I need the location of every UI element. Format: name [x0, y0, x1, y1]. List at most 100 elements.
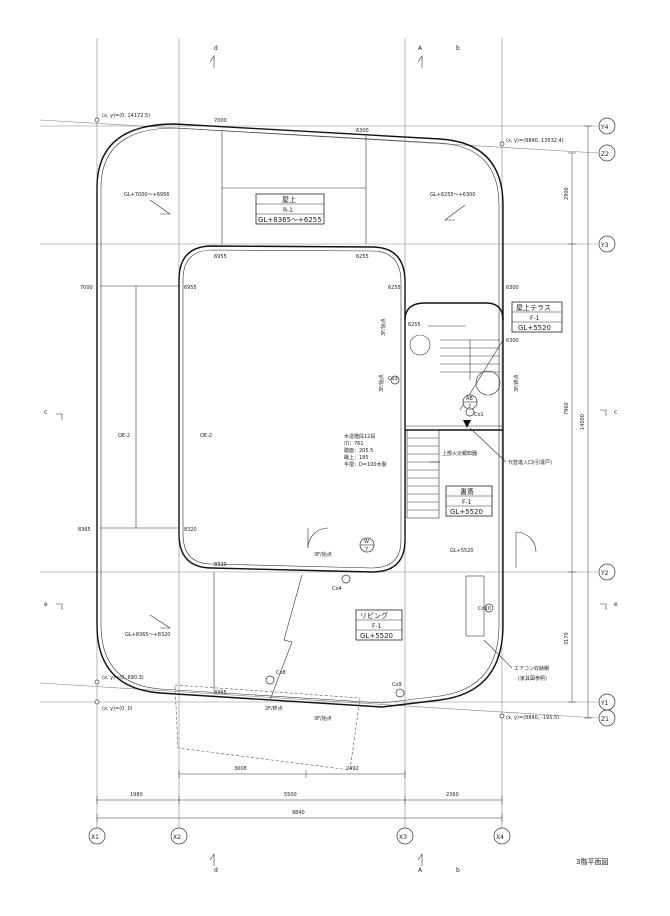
grid-bubbles [88, 117, 616, 845]
stair-note: 踏面：205.5 [344, 447, 373, 454]
section-mark-a-bottom: A [418, 867, 423, 874]
coord-label: (x, y)=(0, 0) [102, 706, 133, 712]
stair-note: 巾：761 [344, 440, 364, 447]
grid-label-y2: Y2 [600, 570, 609, 577]
level-label: 8320 [184, 527, 197, 533]
column-label: Co1 [474, 412, 484, 418]
slope-label: GL+6255～+6300 [430, 192, 476, 198]
room-living: リビング F-1 GL+5520 [355, 609, 403, 641]
aircon-cabinet [465, 575, 485, 637]
coord-label: (x, y)=(9840, -195.5) [506, 715, 559, 721]
column-co3 [390, 375, 400, 385]
room-code: R-1 [283, 207, 293, 214]
dimension-label: 2492 [346, 766, 359, 772]
grid-label-y4: Y4 [600, 124, 609, 131]
level-label: 6955 [184, 285, 197, 291]
finish-label: OE-2 [200, 433, 212, 439]
grid-label-z2: Z2 [601, 151, 609, 158]
drawing-title: 3階平面図 [576, 857, 608, 866]
coord-label: (x, y)=(0, 14172.5) [102, 113, 150, 119]
column-label: Co3 [388, 376, 398, 382]
room-code: F-1 [372, 623, 382, 630]
level-label: 7000 [80, 285, 93, 291]
column-co4 [341, 574, 351, 584]
level-label: 6300 [506, 338, 519, 344]
level-label: 6255 [356, 254, 369, 260]
level-note: GL+5520 [450, 548, 474, 554]
level-label: 6300 [506, 285, 519, 291]
coord-label: (x, y)=(9840, 13532.4) [506, 138, 564, 144]
level-label: 6955 [214, 254, 227, 260]
right-dimension-lines [568, 125, 592, 719]
grid-lines [39, 38, 599, 830]
room-level: GL+5520 [518, 324, 551, 332]
balcony-outline-below [174, 684, 361, 771]
stair [406, 429, 440, 519]
handrail-label: 3F/終点 [513, 374, 520, 392]
grid-label-z1: Z1 [601, 716, 609, 723]
level-label: 8320 [214, 562, 227, 568]
aircon-note: エアコン収納棚 [514, 665, 549, 672]
section-mark-c-right: c [614, 409, 617, 416]
section-mark-d-top: d [214, 45, 218, 52]
stair-treads [407, 437, 439, 511]
coord-label: (x, y)=(0, 690.3) [102, 675, 144, 681]
room-code: F-1 [530, 315, 540, 322]
plant-symbol [475, 370, 501, 396]
w-marker-number: 7 [365, 547, 368, 553]
aircon-note: (家具図参照) [518, 675, 547, 682]
slope-label: GL+7000～+6956 [124, 192, 170, 198]
fire-alarm-icon [463, 420, 471, 428]
room-level: GL+8365～+6255 [258, 216, 322, 224]
finish-label: OE-2 [118, 433, 130, 439]
dimension-label: 14000 [580, 414, 586, 430]
level-label: 6255 [408, 322, 421, 328]
section-mark-d-bottom: d [214, 867, 218, 874]
section-mark-b-bottom: b [456, 867, 460, 874]
column-label: Co9 [392, 682, 402, 688]
column-co8 [265, 675, 275, 685]
grid-label-y3: Y3 [600, 242, 609, 249]
terrace-outline [404, 302, 504, 321]
bottom-dimension-lines [96, 770, 503, 822]
grid-label-x4: X4 [496, 834, 504, 841]
column-label: Co8 [276, 670, 286, 676]
grid-label-x3: X3 [399, 834, 407, 841]
w-marker-label: W [364, 539, 369, 545]
room-name: 書斎 [460, 487, 474, 496]
ab-marker-label: AB [466, 396, 473, 402]
column-label: Co10 [478, 606, 491, 612]
inner-courtyard-wall [178, 245, 406, 573]
entry-note: 代替進入口(引違戸) [508, 459, 552, 466]
dimension-label: 1980 [130, 792, 143, 798]
level-label: 6255 [388, 285, 401, 291]
grid-label-x1: X1 [91, 834, 99, 841]
handrail-label: 3F/始点 [314, 715, 332, 722]
fire-alarm-note: 上部火災報知器 [442, 450, 477, 457]
handrail-label: 3F/始点 [378, 374, 385, 392]
room-roof: 屋上 R-1 GL+8365～+6255 [255, 193, 325, 225]
room-level: GL+5520 [450, 508, 483, 516]
column-label: Co4 [332, 586, 342, 592]
section-mark-c-left: c [44, 409, 47, 416]
dimension-label: 2900 [564, 187, 570, 200]
dimension-label: 5500 [284, 792, 297, 798]
section-mark-e-left: e [44, 601, 48, 608]
room-name: 屋上 [282, 195, 296, 204]
level-label: 8365 [78, 527, 91, 533]
dimension-label: 3170 [564, 632, 570, 645]
dimension-label: 9840 [292, 810, 305, 816]
column-co10 [484, 603, 494, 613]
dimension-label: 7960 [564, 402, 570, 415]
handrail-label: 3F/始点 [380, 318, 387, 336]
plant-symbol [409, 334, 431, 356]
section-marks [56, 55, 607, 866]
room-name: 屋上テラス [516, 303, 551, 312]
terrace-stair [428, 325, 500, 380]
handrail-label: 2F/終点 [265, 705, 283, 712]
ab-marker-number: 2 [468, 404, 471, 410]
section-mark-a-top: A [418, 45, 423, 52]
grid-label-y1: Y1 [600, 700, 609, 707]
grid-label-x2: X2 [173, 834, 181, 841]
